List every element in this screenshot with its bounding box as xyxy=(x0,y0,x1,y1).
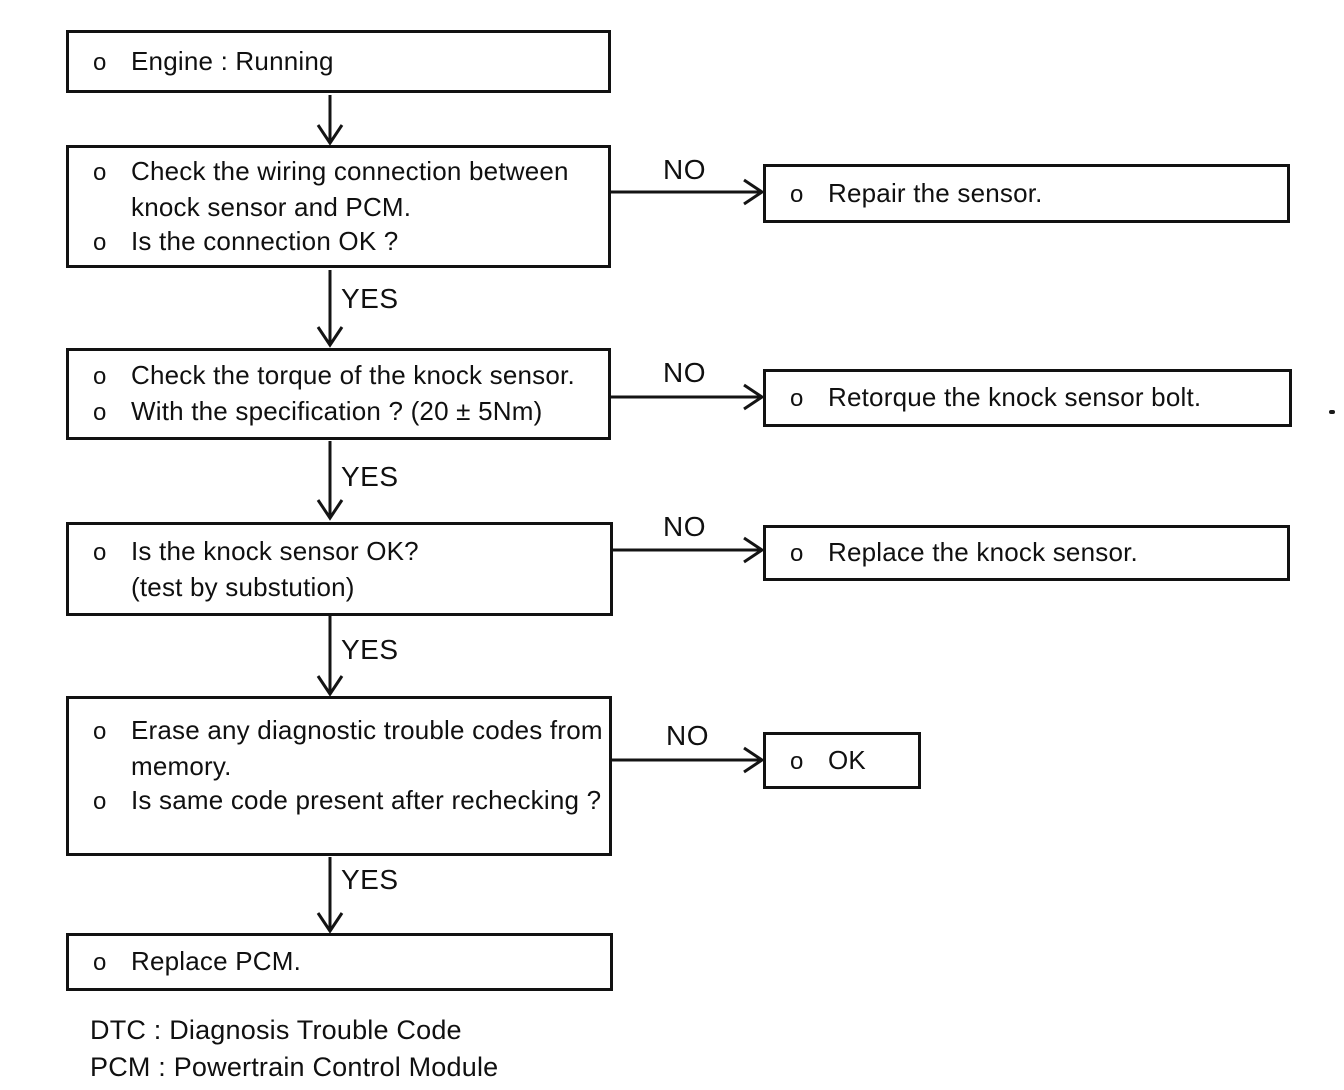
step-erase-dtc: o Erase any diagnostic trouble codes fro… xyxy=(66,696,612,856)
step-line: o Is same code present after rechecking … xyxy=(69,783,609,819)
step-text: OK xyxy=(828,744,866,775)
bullet-marker: o xyxy=(93,539,107,566)
arrow-sensor-ok-to-erase xyxy=(316,616,344,697)
bullet-marker: o xyxy=(790,385,804,412)
arrow-wiring-to-torque xyxy=(316,270,344,348)
bullet-marker: o xyxy=(93,228,107,256)
step-line: knock sensor and PCM. xyxy=(69,190,608,224)
result-repair-sensor: o Repair the sensor. xyxy=(763,164,1290,223)
step-text: Engine : Running xyxy=(131,45,334,76)
step-line: o Repair the sensor. xyxy=(766,176,1287,212)
arrow-engine-to-wiring xyxy=(316,95,344,146)
arrow-erase-to-ok xyxy=(612,746,765,774)
step-text: Check the torque of the knock sensor. xyxy=(131,360,575,390)
branch-label-yes: YES xyxy=(341,634,399,665)
step-text: memory. xyxy=(131,751,232,781)
step-text: (test by substution) xyxy=(131,572,355,602)
step-text: Retorque the knock sensor bolt. xyxy=(828,382,1202,412)
step-replace-pcm: o Replace PCM. xyxy=(66,933,613,991)
arrow-wiring-to-repair xyxy=(611,178,765,206)
result-replace-knock-sensor: o Replace the knock sensor. xyxy=(763,525,1290,581)
branch-label-yes: YES xyxy=(341,283,399,314)
bullet-marker: o xyxy=(93,949,107,976)
legend: DTC : Diagnosis Trouble Code PCM : Power… xyxy=(90,1012,498,1086)
step-line: o With the specification ? (20 ± 5Nm) xyxy=(69,394,608,430)
step-check-wiring: o Check the wiring connection between kn… xyxy=(66,145,611,268)
arrow-sensor-ok-to-replace-sensor xyxy=(612,536,765,564)
branch-label-yes: YES xyxy=(341,864,399,895)
arrow-erase-to-replace-pcm xyxy=(316,857,344,934)
bullet-marker: o xyxy=(790,540,804,567)
step-line: o OK xyxy=(766,743,918,779)
step-line: o Engine : Running xyxy=(69,44,608,80)
step-line: (test by substution) xyxy=(69,570,610,604)
legend-dtc: DTC : Diagnosis Trouble Code xyxy=(90,1015,462,1045)
step-text: knock sensor and PCM. xyxy=(131,191,412,222)
legend-pcm: PCM : Powertrain Control Module xyxy=(90,1052,499,1082)
bullet-marker: o xyxy=(93,718,107,745)
branch-label-no: NO xyxy=(663,511,706,542)
step-line: o Replace the knock sensor. xyxy=(766,535,1287,571)
branch-label-no: NO xyxy=(666,720,709,751)
arrow-torque-to-retorque xyxy=(611,383,765,411)
scan-artifact-dot xyxy=(1329,410,1335,414)
step-check-torque: o Check the torque of the knock sensor. … xyxy=(66,348,611,440)
step-line: o Check the wiring connection between xyxy=(69,154,608,190)
step-line: o Replace PCM. xyxy=(69,944,610,980)
branch-label-no: NO xyxy=(663,357,706,388)
step-text: Replace the knock sensor. xyxy=(828,537,1138,567)
step-engine-running: o Engine : Running xyxy=(66,30,611,93)
step-text: Is the connection OK ? xyxy=(131,225,399,256)
bullet-marker: o xyxy=(93,48,107,76)
step-text: Erase any diagnostic trouble codes from xyxy=(131,715,603,745)
bullet-marker: o xyxy=(93,399,107,426)
bullet-marker: o xyxy=(93,158,107,186)
step-text: Is same code present after rechecking ? xyxy=(131,785,602,815)
step-line: o Retorque the knock sensor bolt. xyxy=(766,380,1289,416)
branch-label-yes: YES xyxy=(341,461,399,492)
bullet-marker: o xyxy=(790,747,804,775)
step-line: o Is the knock sensor OK? xyxy=(69,534,610,570)
bullet-marker: o xyxy=(93,788,107,815)
result-retorque-bolt: o Retorque the knock sensor bolt. xyxy=(763,369,1292,427)
arrow-torque-to-sensor-ok xyxy=(316,441,344,521)
step-line: o Is the connection OK ? xyxy=(69,224,608,260)
step-line: memory. xyxy=(69,749,609,783)
step-text: Repair the sensor. xyxy=(828,177,1043,208)
step-text: Check the wiring connection between xyxy=(131,155,569,186)
result-ok: o OK xyxy=(763,732,921,789)
step-knock-sensor-ok: o Is the knock sensor OK? (test by subst… xyxy=(66,522,613,616)
step-text: Is the knock sensor OK? xyxy=(131,536,419,566)
branch-label-no: NO xyxy=(663,154,706,185)
step-line: o Check the torque of the knock sensor. xyxy=(69,358,608,394)
step-text: With the specification ? (20 ± 5Nm) xyxy=(131,396,543,426)
bullet-marker: o xyxy=(790,180,804,208)
step-text: Replace PCM. xyxy=(131,946,302,976)
bullet-marker: o xyxy=(93,363,107,390)
step-line: o Erase any diagnostic trouble codes fro… xyxy=(69,713,609,749)
